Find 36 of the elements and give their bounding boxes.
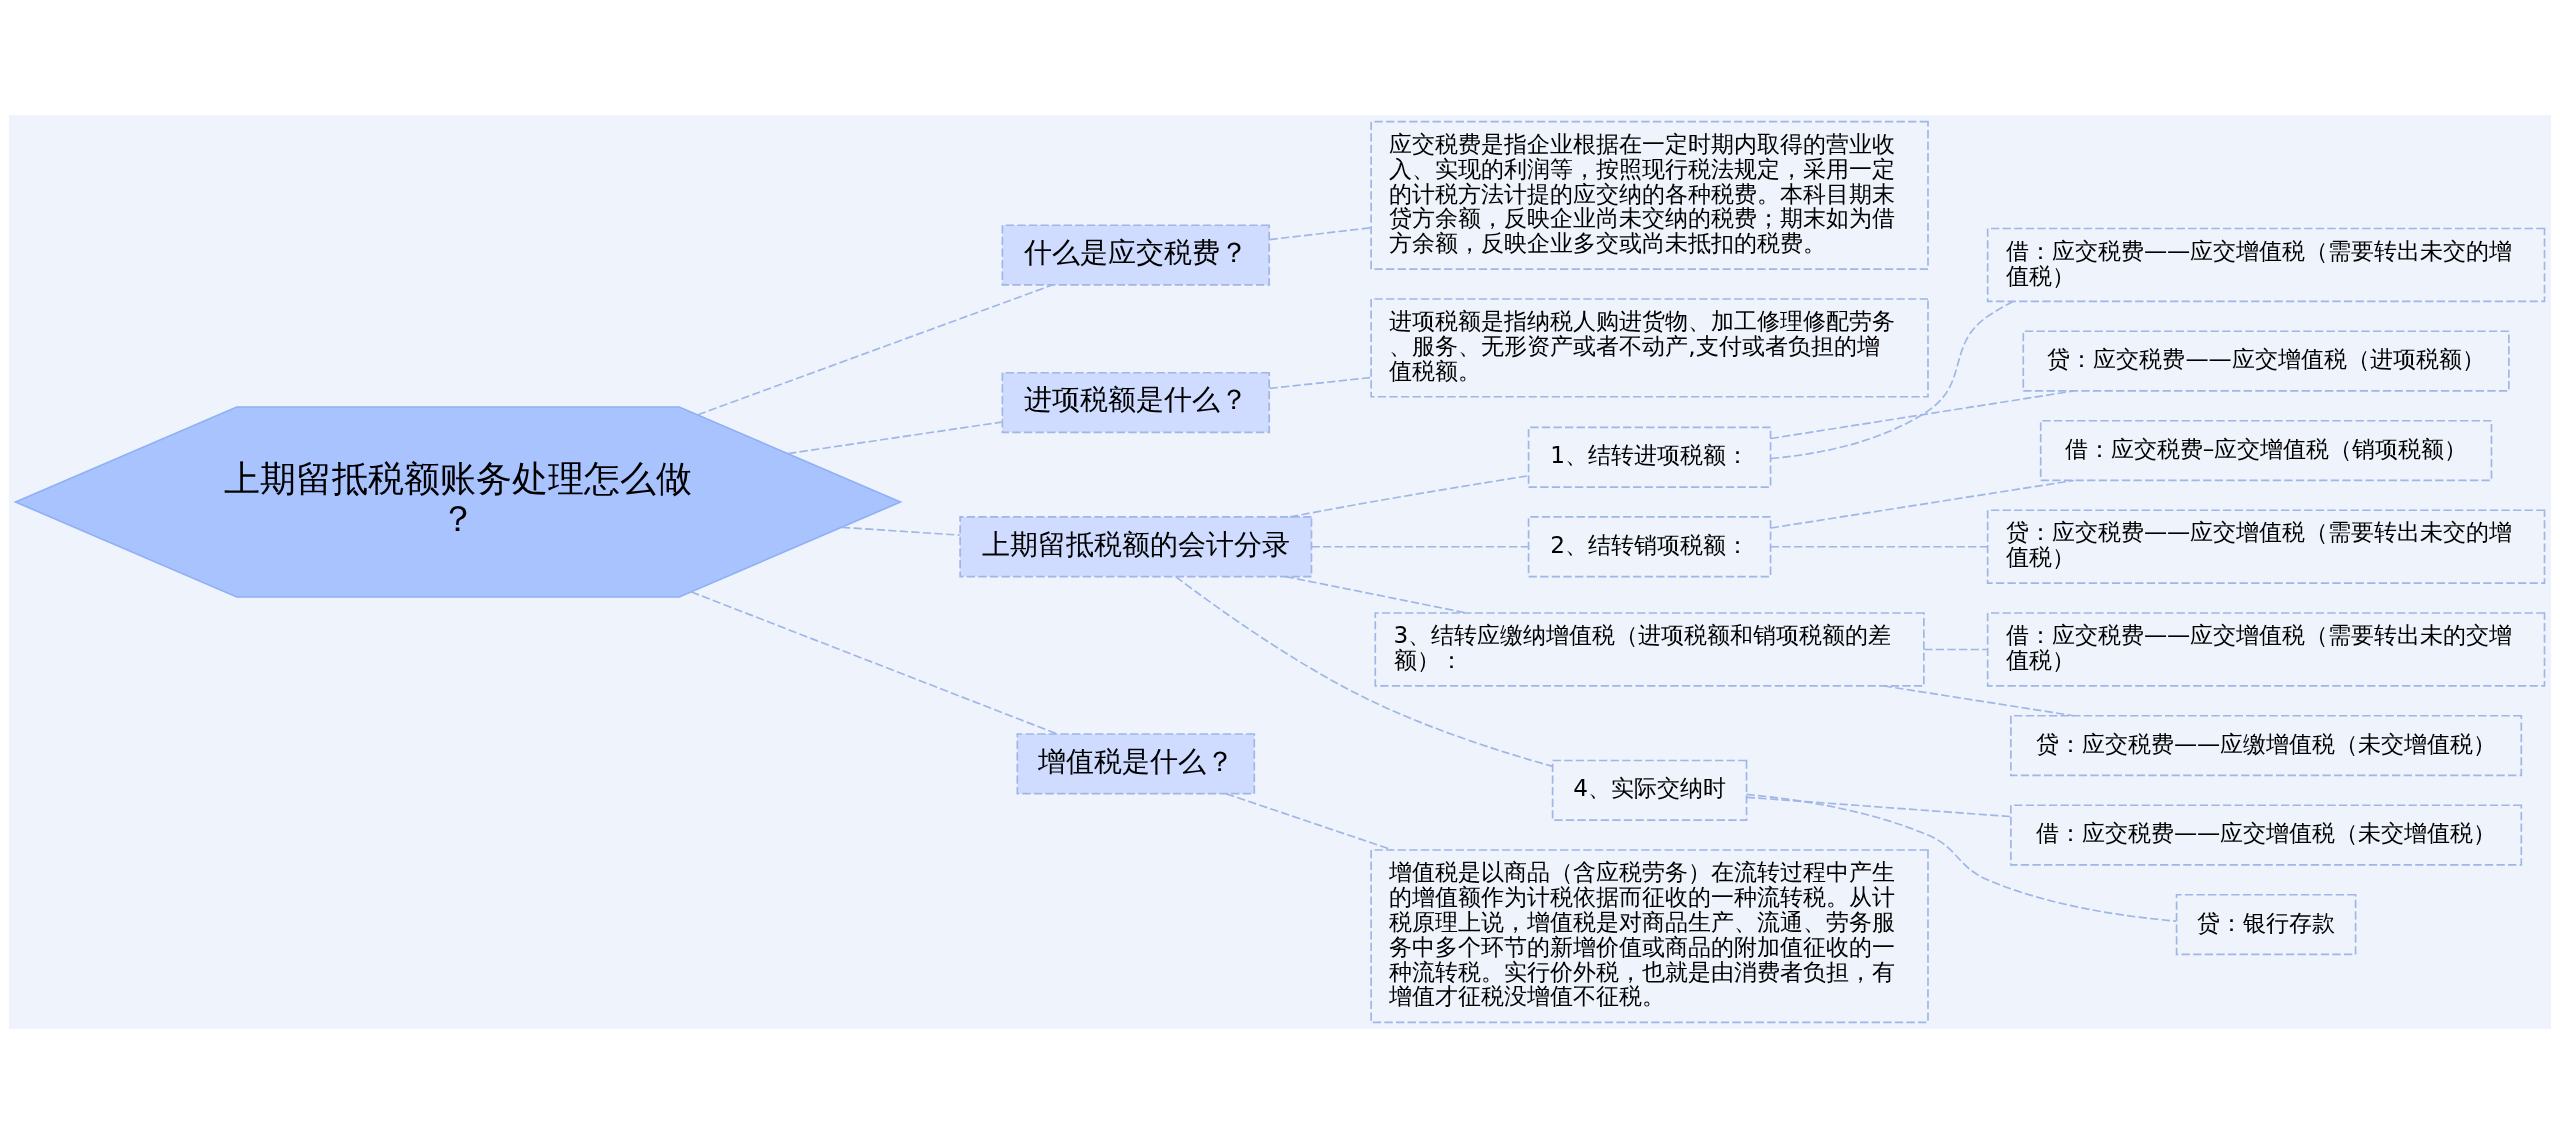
connector [1268,376,1372,389]
node-box: 进项税额是什么？ [1001,371,1271,433]
node-box: 借：应交税费——应交增值税（需要转出未交的增值税） [1986,227,2546,302]
connector [1289,474,1530,518]
connector [1175,575,1554,767]
connector [1770,545,1989,548]
connector [840,526,961,536]
node-box: 借：应交税费——应交增值税（需要转出未的交增值税） [1986,611,2546,687]
connector [1770,479,2075,529]
node-box: 3、结转应缴纳增值税（进项税额和销项税额的差额）： [1374,611,1925,687]
node-box: 应交税费是指企业根据在一定时期内取得的营业收入、实现的利润等，按照现行税法规定，采用一定的计税方法计提的应交纳的各种税费。本科目期末贷方余额，反映企业尚未交纳的税费；期末如为借方余额，反映企业多交或尚未抵扣的税费。 [1370,120,1929,270]
node-box: 2、结转销项税额： [1527,515,1772,577]
node-box: 上期留抵税额的会计分录 [959,515,1313,577]
connector [1268,226,1372,240]
connector [690,590,1058,735]
connector [1310,545,1530,548]
connector [697,283,1054,416]
connector [787,420,1003,454]
connector [1770,300,2014,459]
node-box: 贷：应交税费——应交增值税（进项税额） [2022,329,2510,392]
node-box: 贷：银行存款 [2175,893,2357,955]
node-box: 借：应交税费–应交增值税（销项税额） [2039,419,2493,481]
connector [1745,793,2177,922]
connector [1923,648,1989,650]
connector [1284,575,1468,614]
node-box: 贷：应交税费——应交增值税（需要转出未交的增值税） [1986,508,2546,584]
node-box: 贷：应交税费——应缴增值税（未交增值税） [2010,714,2523,776]
node-box: 4、实际交纳时 [1551,759,1748,821]
node-box: 增值税是以商品（含应税劳务）在流转过程中产生的增值额作为计税依据而征收的一种流转税。从计税原理上说，增值税是对商品生产、流通、劳务服务中多个环节的新增价值或商品的附加值征收的一种流转税。实行价外税，也就是由消费者负担，有增值才征税没增值不征税。 [1370,848,1929,1023]
node-box: 什么是应交税费？ [1001,223,1271,286]
connector [1746,796,2012,817]
node-box: 1、结转进项税额： [1527,426,1772,488]
node-box: 借：应交税费——应交增值税（未交增值税） [2010,803,2523,866]
connector [1225,792,1394,851]
node-box: 增值税是什么？ [1016,732,1256,794]
node-box: 进项税额是指纳税人购进货物、加工修理修配劳务、服务、无形资产或者不动产,支付或者负担的增值税额。 [1370,297,1929,398]
